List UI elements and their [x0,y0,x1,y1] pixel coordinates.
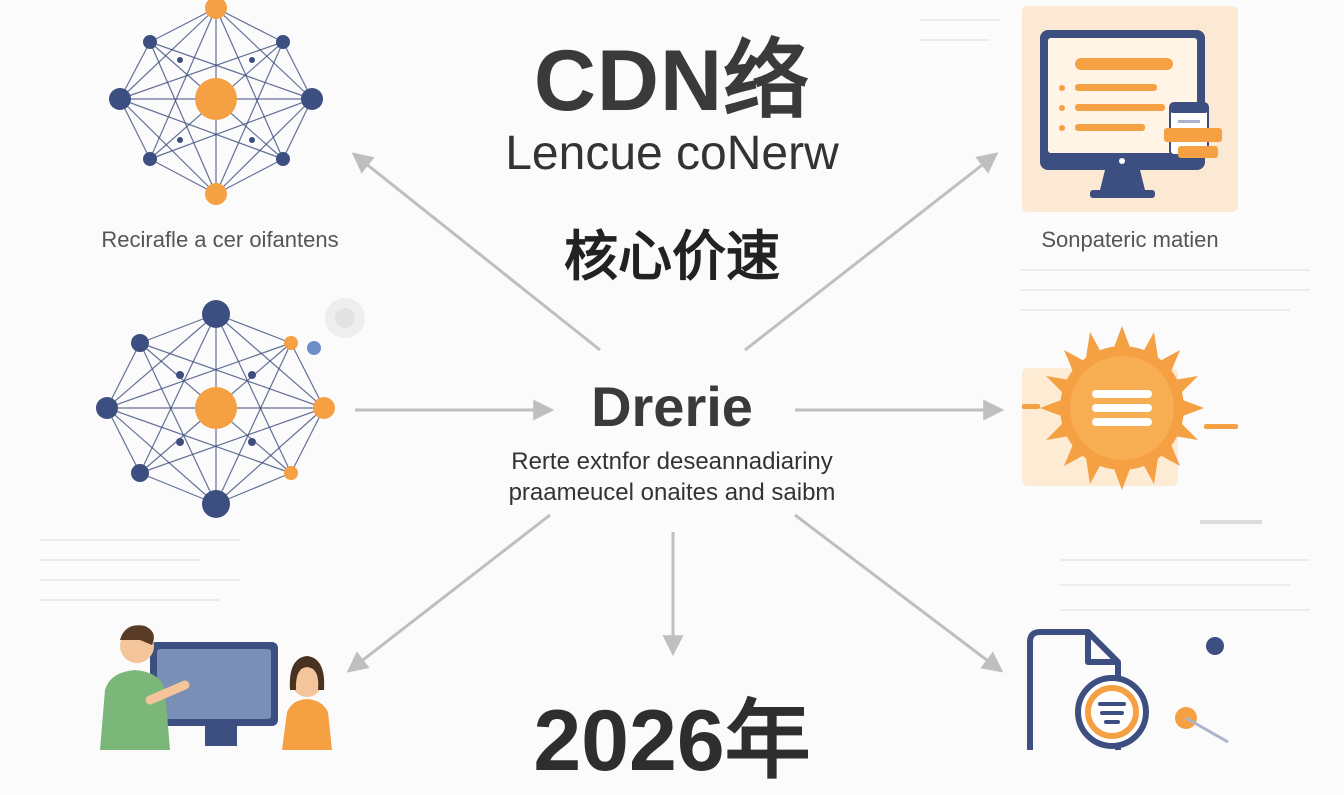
arrow-to-top-right [744,152,999,352]
diagram-subtitle: Lencue coNerw [505,127,839,180]
connector-arrows [346,152,1005,673]
network-icon [109,0,323,205]
diagram-tagline: 核心价速 [564,225,780,288]
arrow-to-bottom-left [346,513,551,673]
people-computer-icon [100,625,332,750]
year-label: 2026年 [533,693,811,789]
diagram-canvas [40,0,1310,750]
network-icon [96,298,365,518]
arrow-to-top-left [351,152,601,352]
left-network-caption: Recirafle a cer oifantens [101,227,339,252]
center-node-description-line-1: Rerte extnfor deseannadiariny [511,448,833,475]
center-node-title: Drerie [591,375,753,438]
diagram-title: CDN络 [533,33,811,129]
background-decor [40,19,1310,611]
monitor-icon [1022,6,1238,212]
center-node-description-line-2: praameucel onaites and saibm [508,479,836,506]
right-monitor-caption: Sonpateric matien [1041,227,1219,252]
document-search-icon [1027,629,1229,750]
arrow-to-bottom-right [794,513,1004,673]
sun-icon [1022,326,1262,524]
